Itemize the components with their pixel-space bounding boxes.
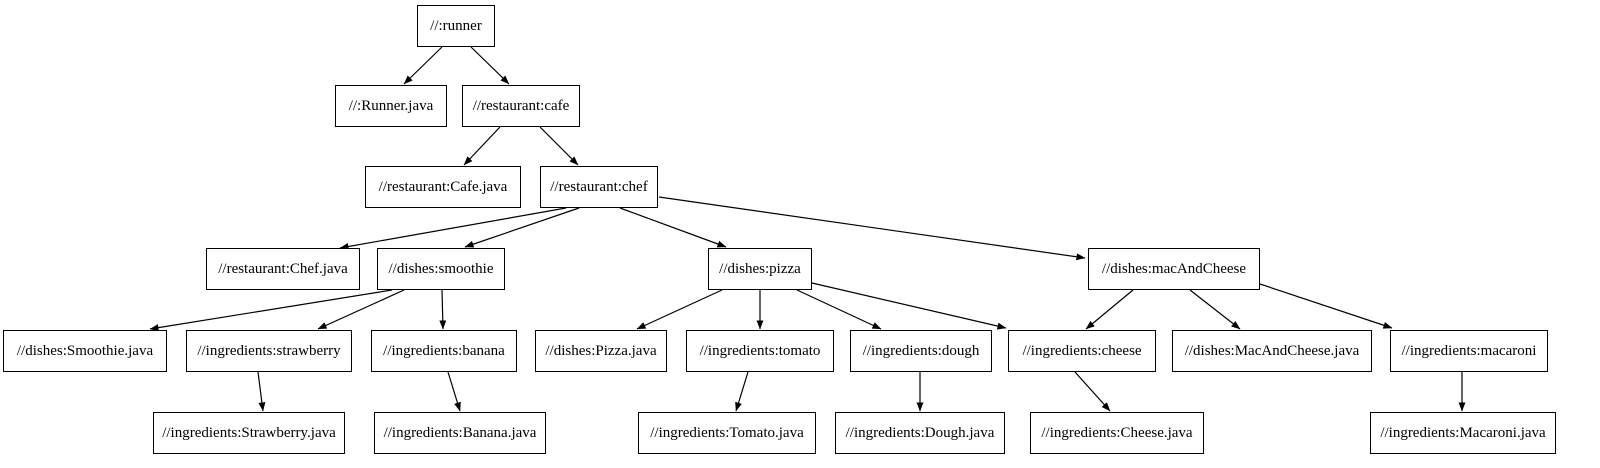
graph-node-strawberry[interactable]: //ingredients:strawberry [186,330,352,372]
graph-node-banana_java[interactable]: //ingredients:Banana.java [374,412,546,454]
graph-node-macandcheese_java[interactable]: //dishes:MacAndCheese.java [1172,330,1372,372]
graph-node-label: //:runner [430,17,482,34]
graph-node-label: //restaurant:Chef.java [218,260,348,277]
graph-node-strawberry_java[interactable]: //ingredients:Strawberry.java [153,412,345,454]
graph-node-chef[interactable]: //restaurant:chef [540,166,658,208]
graph-node-runner[interactable]: //:runner [417,5,495,47]
graph-node-banana[interactable]: //ingredients:banana [371,330,517,372]
graph-node-label: //ingredients:Strawberry.java [162,424,336,441]
graph-node-label: //ingredients:cheese [1022,342,1142,359]
graph-node-label: //dishes:Pizza.java [545,342,657,359]
graph-node-label: //ingredients:Banana.java [383,424,537,441]
graph-node-dough_java[interactable]: //ingredients:Dough.java [835,412,1005,454]
graph-node-label: //ingredients:strawberry [197,342,341,359]
graph-node-label: //ingredients:macaroni [1401,342,1537,359]
graph-node-label: //dishes:Smoothie.java [16,342,154,359]
graph-node-cheese_java[interactable]: //ingredients:Cheese.java [1030,412,1204,454]
graph-node-label: //ingredients:dough [862,342,980,359]
graph-node-macaroni_java[interactable]: //ingredients:Macaroni.java [1370,412,1556,454]
graph-node-label: //ingredients:banana [383,342,505,359]
graph-node-runner_java[interactable]: //:Runner.java [335,85,447,127]
graph-node-tomato[interactable]: //ingredients:tomato [686,330,834,372]
graph-node-cheese[interactable]: //ingredients:cheese [1008,330,1156,372]
graph-node-dough[interactable]: //ingredients:dough [850,330,992,372]
graph-node-label: //dishes:pizza [719,260,801,277]
graph-node-smoothie[interactable]: //dishes:smoothie [377,248,505,290]
graph-node-tomato_java[interactable]: //ingredients:Tomato.java [638,412,816,454]
graph-node-label: //restaurant:Cafe.java [378,178,508,195]
graph-node-pizza_java[interactable]: //dishes:Pizza.java [535,330,667,372]
graph-node-label: //ingredients:Dough.java [845,424,995,441]
graph-node-macaroni[interactable]: //ingredients:macaroni [1390,330,1548,372]
graph-node-cafe[interactable]: //restaurant:cafe [462,85,580,127]
graph-node-label: //dishes:MacAndCheese.java [1184,342,1360,359]
graph-node-macandcheese[interactable]: //dishes:macAndCheese [1088,248,1260,290]
graph-node-label: //restaurant:chef [550,178,648,195]
graph-node-label: //ingredients:tomato [699,342,821,359]
graph-node-label: //ingredients:Macaroni.java [1380,424,1546,441]
graph-node-cafe_java[interactable]: //restaurant:Cafe.java [365,166,521,208]
graph-node-label: //dishes:smoothie [388,260,494,277]
graph-node-label: //ingredients:Tomato.java [650,424,804,441]
graph-node-smoothie_java[interactable]: //dishes:Smoothie.java [3,330,167,372]
graph-node-label: //:Runner.java [348,97,434,114]
graph-node-label: //dishes:macAndCheese [1101,260,1247,277]
graph-node-label: //ingredients:Cheese.java [1041,424,1193,441]
graph-node-chef_java[interactable]: //restaurant:Chef.java [206,248,360,290]
graph-node-label: //restaurant:cafe [472,97,570,114]
graph-node-pizza[interactable]: //dishes:pizza [708,248,812,290]
